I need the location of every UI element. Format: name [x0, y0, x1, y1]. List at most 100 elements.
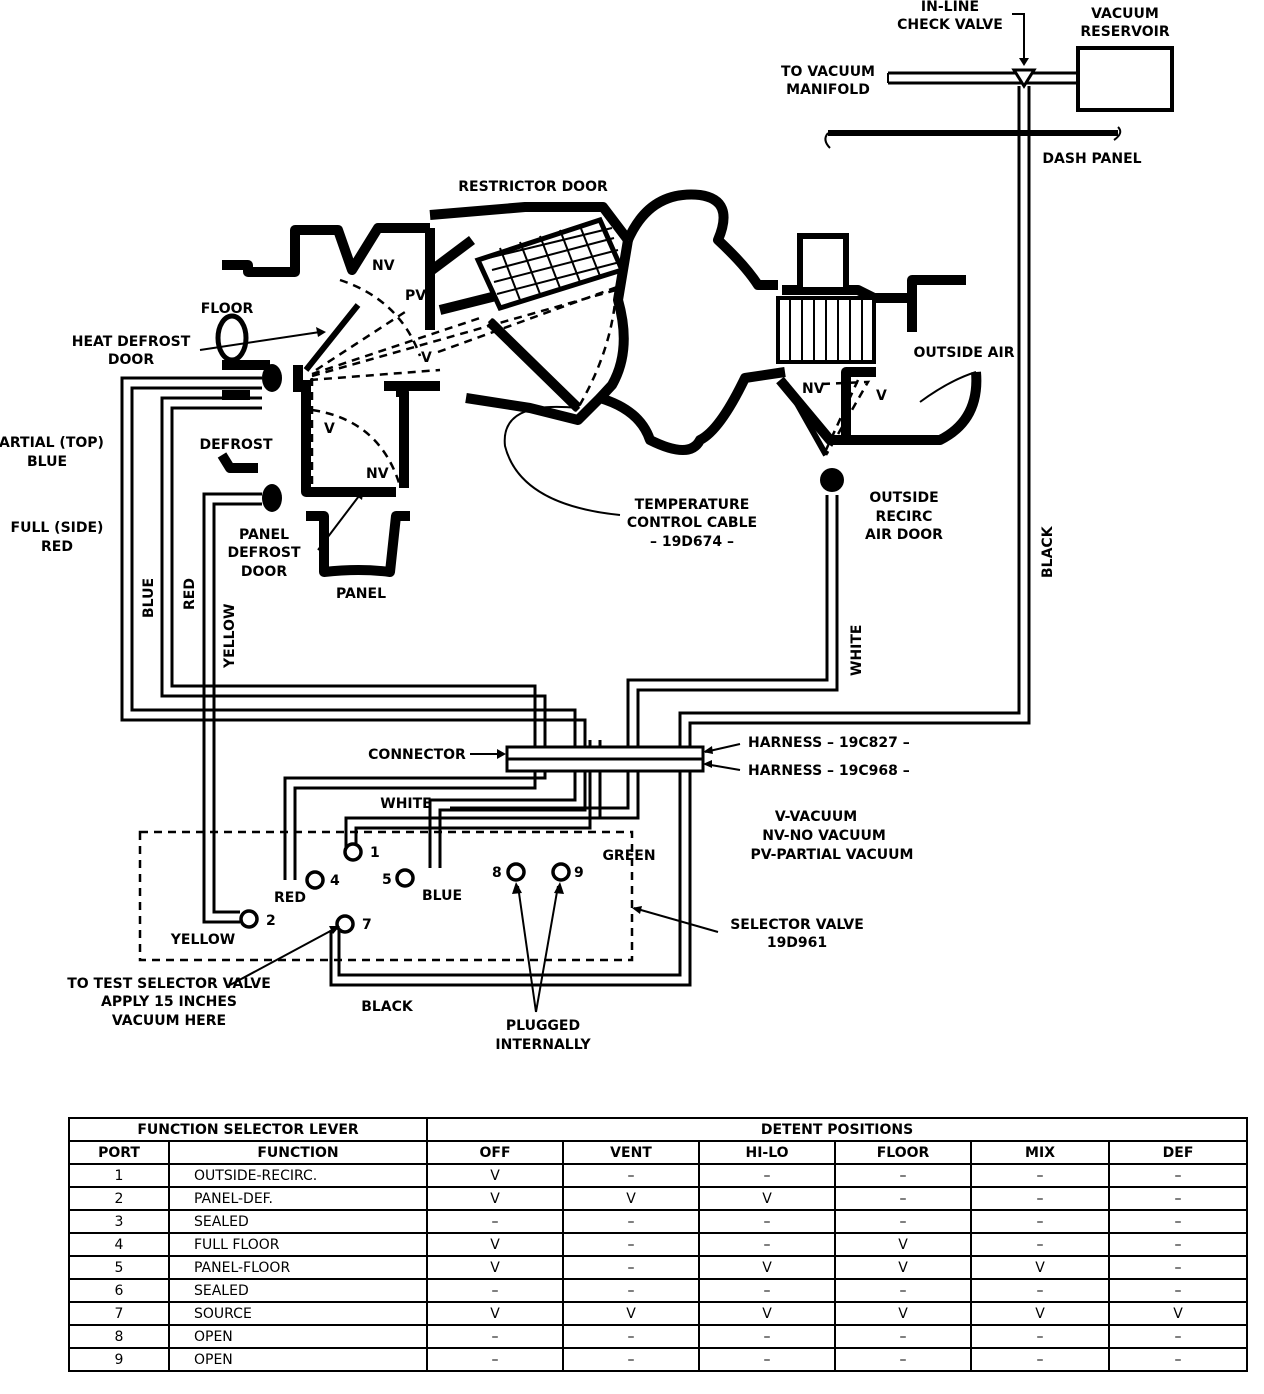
selector-valve-label: SELECTOR VALVE	[730, 917, 864, 933]
table-column-header-row: PORT FUNCTION OFF VENT HI-LO FLOOR MIX D…	[68, 1140, 1249, 1165]
detent-cell: V	[698, 1186, 837, 1211]
group-header-function-selector-lever: FUNCTION SELECTOR LEVER	[67, 1117, 429, 1142]
function-cell: SOURCE	[167, 1301, 429, 1326]
vacuum-reservoir	[1076, 46, 1174, 112]
detent-cell: –	[834, 1209, 973, 1234]
detent-cell: –	[698, 1163, 837, 1188]
detent-cell: –	[562, 1255, 701, 1280]
detent-cell: –	[834, 1163, 973, 1188]
outside-recirc-vacuum-motor	[820, 468, 844, 492]
green-hose-label: GREEN	[602, 848, 655, 864]
legend-no-vacuum: NV-NO VACUUM	[762, 828, 886, 844]
state-pv-label: PV	[405, 288, 426, 304]
detent-cell: V	[970, 1301, 1111, 1326]
detent-cell: –	[970, 1186, 1111, 1211]
port-cell: 5	[68, 1255, 170, 1280]
port-cell: 1	[68, 1163, 170, 1188]
white-hose-label-lower: WHITE	[380, 796, 431, 812]
column-header-mix: MIX	[970, 1140, 1111, 1165]
detent-cell: V	[426, 1301, 565, 1326]
detent-cell: V	[834, 1301, 973, 1326]
temperature-control-cable-label: CONTROL CABLE	[627, 515, 757, 531]
port-cell: 4	[68, 1232, 170, 1257]
port-cell: 7	[68, 1301, 170, 1326]
full-side-red-label: FULL (SIDE)	[11, 520, 104, 536]
detent-cell: V	[426, 1232, 565, 1257]
floor-outlet	[215, 313, 249, 363]
detent-cell: –	[562, 1278, 701, 1303]
panel-defrost-vacuum-motor	[262, 484, 282, 512]
detent-cell: –	[562, 1232, 701, 1257]
defrost-label: DEFROST	[199, 437, 273, 453]
state-v-label: V	[324, 421, 335, 437]
port-cell: 2	[68, 1186, 170, 1211]
column-header-vent: VENT	[562, 1140, 701, 1165]
detent-cell: V	[970, 1255, 1111, 1280]
white-hose-label: WHITE	[849, 625, 865, 676]
connector-label: CONNECTOR	[368, 747, 466, 763]
detent-cell: –	[1108, 1278, 1249, 1303]
temperature-control-cable-label: – 19D674 –	[650, 534, 734, 550]
port-number: 8	[492, 865, 502, 881]
detent-cell: –	[1108, 1209, 1249, 1234]
port-number: 5	[382, 872, 392, 888]
port-cell: 8	[68, 1324, 170, 1349]
heat-defrost-vacuum-motor	[262, 364, 282, 392]
column-header-port: PORT	[68, 1140, 170, 1165]
detent-cell: –	[970, 1278, 1111, 1303]
selector-valve-label: 19D961	[767, 935, 827, 951]
column-header-off: OFF	[426, 1140, 565, 1165]
legend-partial-vacuum: PV-PARTIAL VACUUM	[751, 847, 914, 863]
port-number: 4	[330, 873, 340, 889]
column-header-def: DEF	[1108, 1140, 1249, 1165]
function-cell: OUTSIDE-RECIRC.	[167, 1163, 429, 1188]
panel-defrost-door-label: DEFROST	[227, 545, 301, 561]
yellow-hose-label-lower: YELLOW	[170, 932, 235, 948]
state-v-label: V	[421, 350, 432, 366]
red-hose	[160, 396, 547, 880]
partial-top-blue-label: PARTIAL (TOP)	[0, 435, 104, 451]
harness-19c827-label: HARNESS – 19C827 –	[748, 735, 910, 751]
detent-cell: –	[698, 1324, 837, 1349]
port-number: 2	[266, 913, 276, 929]
group-header-detent-positions: DETENT POSITIONS	[426, 1117, 1249, 1142]
detent-cell: –	[562, 1209, 701, 1234]
state-v-label: V	[876, 388, 887, 404]
vacuum-motors	[262, 364, 844, 512]
panel-defrost-door-label: DOOR	[241, 564, 287, 580]
detent-cell: –	[698, 1232, 837, 1257]
port-cell: 3	[68, 1209, 170, 1234]
detent-cell: –	[562, 1324, 701, 1349]
blue-hose-label: BLUE	[141, 578, 157, 618]
port-7	[335, 914, 355, 934]
detent-cell: –	[698, 1209, 837, 1234]
port-2	[239, 909, 259, 929]
port-5	[395, 868, 415, 888]
function-cell: FULL FLOOR	[167, 1232, 429, 1257]
function-cell: OPEN	[167, 1347, 429, 1372]
test-note-label: TO TEST SELECTOR VALVE	[67, 976, 271, 992]
detent-cell: V	[834, 1255, 973, 1280]
port-9	[551, 862, 571, 882]
detent-cell: –	[426, 1347, 565, 1372]
connector	[470, 743, 741, 773]
detent-cell: –	[426, 1209, 565, 1234]
detent-cell: –	[970, 1324, 1111, 1349]
table-group-header-row: FUNCTION SELECTOR LEVER DETENT POSITIONS	[67, 1117, 1249, 1142]
partial-top-blue-label: BLUE	[27, 454, 67, 470]
yellow-hose	[202, 492, 262, 924]
blue-hose-label-lower: BLUE	[422, 888, 462, 904]
yellow-hose-label: YELLOW	[222, 604, 238, 669]
panel-defrost-door-label: PANEL	[239, 527, 289, 543]
port-cell: 6	[68, 1278, 170, 1303]
black-hose-label-lower: BLACK	[361, 999, 414, 1015]
detent-cell: V	[698, 1255, 837, 1280]
detent-cell: –	[1108, 1232, 1249, 1257]
to-vacuum-manifold-label: TO VACUUM	[781, 64, 875, 80]
to-vacuum-manifold-label: MANIFOLD	[786, 82, 870, 98]
